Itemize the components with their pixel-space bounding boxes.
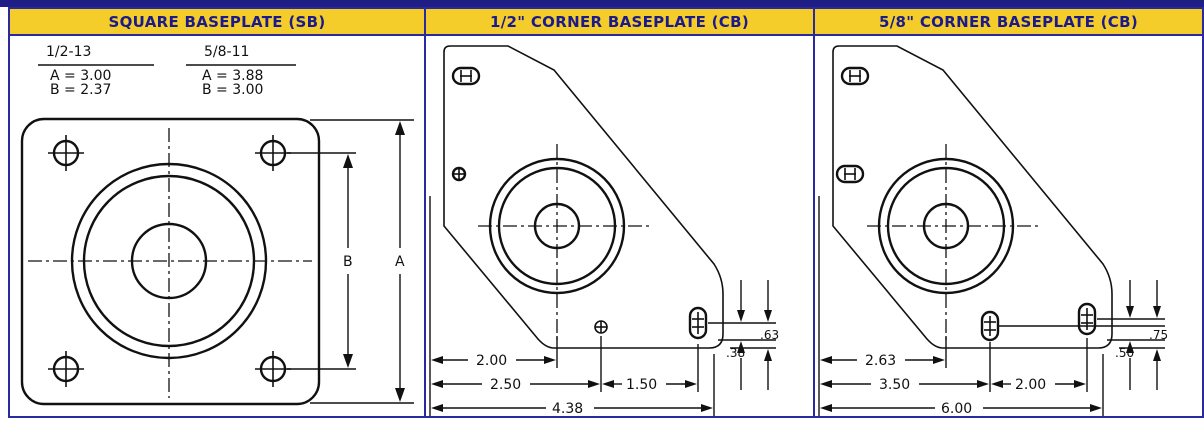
half-plate-outline <box>443 45 724 349</box>
square-b-value-2: B = 3.00 <box>202 82 263 98</box>
square-thread-1: 1/2-13 <box>46 44 91 60</box>
half-bottom-hole <box>594 320 608 334</box>
square-dim-a-label: A <box>395 254 405 270</box>
five-eighths-bottom-slot <box>980 310 1000 342</box>
square-plate-outline <box>20 117 321 406</box>
five-eighths-left-slot <box>835 164 865 184</box>
header-half-corner-baseplate: 1/2" CORNER BASEPLATE (CB) <box>424 7 815 36</box>
five-eighths-dim-050: .50 <box>1115 346 1134 360</box>
half-dim-250: 2.50 <box>490 377 521 393</box>
square-dim-b-label: B <box>343 254 353 270</box>
square-b-value-1: B = 2.37 <box>50 82 111 98</box>
square-a-value-1: A = 3.00 <box>50 68 111 84</box>
five-eighths-dim-600: 6.00 <box>941 401 972 416</box>
five-eighths-corner-baseplate-drawing: 2.63 3.50 2.00 6.00 <box>818 45 1168 416</box>
header-five-eighths-corner-baseplate: 5/8" CORNER BASEPLATE (CB) <box>813 7 1204 36</box>
five-eighths-dim-200: 2.00 <box>1015 377 1046 393</box>
half-dim-063: .63 <box>760 328 779 342</box>
five-eighths-top-slot <box>840 66 870 86</box>
half-left-hole <box>451 166 467 182</box>
half-corner-baseplate-cell: 2.00 2.50 1.50 4.38 <box>424 34 815 418</box>
five-eighths-right-slot <box>1077 302 1097 336</box>
square-baseplate-drawing: 1/2-13 A = 3.00 B = 2.37 5/8-11 A = 3.88… <box>20 44 414 406</box>
five-eighths-plate-outline <box>832 45 1113 349</box>
square-a-value-2: A = 3.88 <box>202 68 263 84</box>
half-corner-baseplate-drawing: 2.00 2.50 1.50 4.38 <box>429 45 779 416</box>
half-dim-150: 1.50 <box>626 377 657 393</box>
square-thread-2: 5/8-11 <box>204 44 249 60</box>
top-bar <box>0 0 1204 7</box>
five-eighths-dim-263: 2.63 <box>865 353 896 369</box>
half-dim-200: 2.00 <box>476 353 507 369</box>
half-top-slot <box>451 66 481 86</box>
square-baseplate-cell: 1/2-13 A = 3.00 B = 2.37 5/8-11 A = 3.88… <box>8 34 426 418</box>
five-eighths-dim-350: 3.50 <box>879 377 910 393</box>
square-corner-holes <box>48 135 291 387</box>
half-dim-438: 4.38 <box>552 401 583 416</box>
half-right-slot <box>688 306 708 340</box>
header-square-baseplate: SQUARE BASEPLATE (SB) <box>8 7 426 36</box>
five-eighths-dim-075: .75 <box>1149 328 1168 342</box>
baseplate-table: SQUARE BASEPLATE (SB) 1/2" CORNER BASEPL… <box>8 7 1204 418</box>
five-eighths-corner-baseplate-cell: 2.63 3.50 2.00 6.00 <box>813 34 1204 418</box>
half-dim-038: .38 <box>726 346 745 360</box>
